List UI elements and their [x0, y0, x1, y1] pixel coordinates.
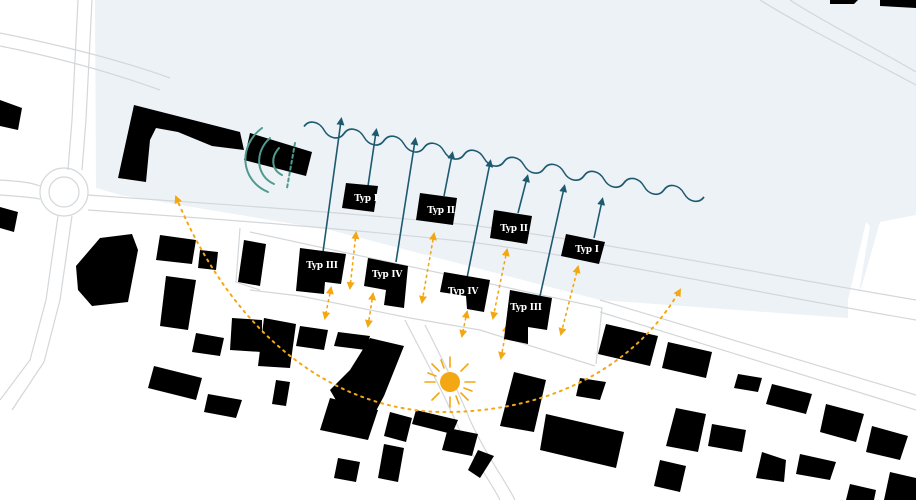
building-footprint [342, 183, 378, 212]
building-footprint [416, 193, 457, 225]
building-type-b1: Typ I [342, 183, 378, 212]
building-type-label: Typ II [427, 206, 455, 216]
building-type-label: Typ III [306, 261, 338, 271]
building-footprint [296, 248, 346, 294]
building-type-label: Typ IV [448, 287, 480, 297]
wave-line-icon [303, 121, 705, 203]
building-type-label: Typ I [354, 194, 378, 204]
building-type-label: Typ III [510, 303, 542, 313]
building-footprint [504, 290, 552, 344]
building-type-b6: Typ IV [364, 258, 408, 308]
building-footprint [364, 258, 408, 308]
building-type-b3: Typ II [490, 210, 532, 244]
building-footprint [490, 210, 532, 244]
noise-waves-icon [244, 127, 296, 193]
building-type-label: Typ II [500, 224, 528, 234]
building-type-b7: Typ IV [440, 272, 490, 312]
building-type-label: Typ IV [372, 270, 404, 280]
water-gap [848, 222, 870, 318]
sun-icon [424, 356, 476, 408]
building-type-b5: Typ III [296, 248, 346, 294]
building-footprint [561, 234, 605, 264]
building-footprint [440, 272, 490, 312]
building-type-b2: Typ II [416, 193, 457, 225]
building-type-b4: Typ I [561, 234, 605, 264]
building-type-label: Typ I [575, 245, 599, 255]
building-type-b8: Typ III [504, 290, 552, 344]
new-buildings: Typ I Typ II Typ II Typ I Typ III Typ IV Typ I… [296, 183, 605, 344]
